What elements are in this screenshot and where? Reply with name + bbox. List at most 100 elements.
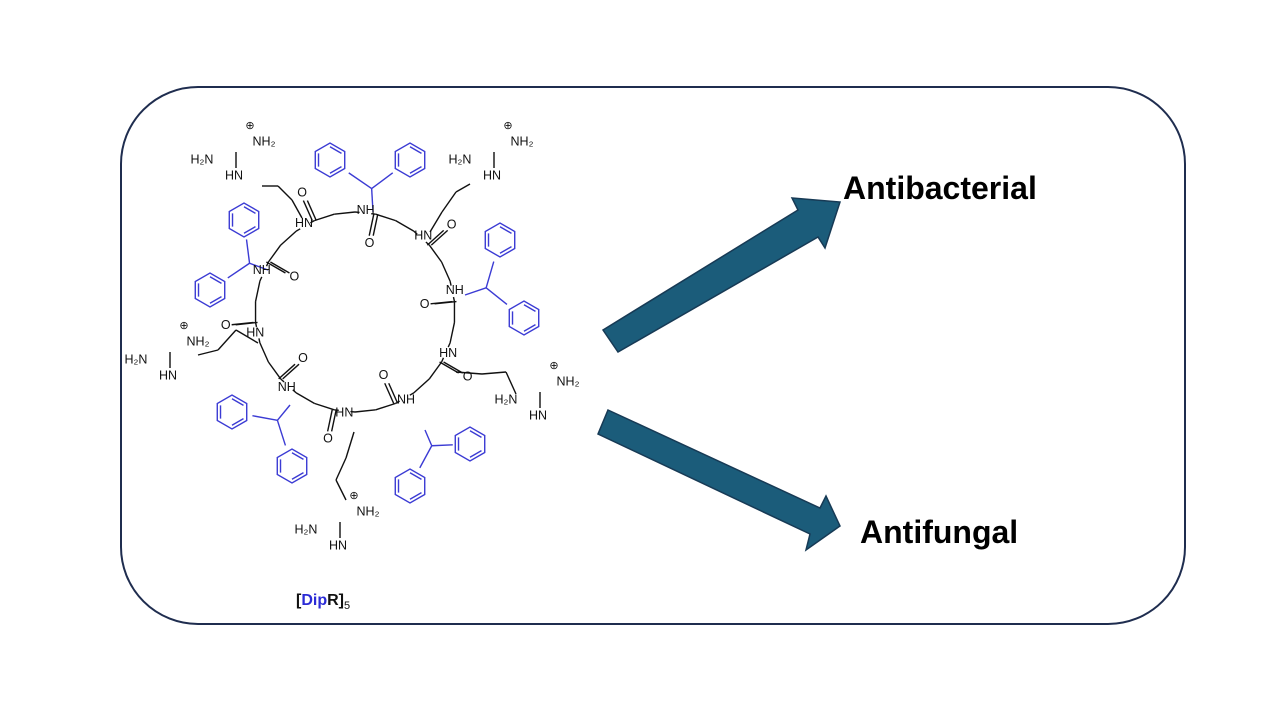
aromatic-bond (329, 146, 342, 154)
amide-bond (295, 228, 301, 232)
antibacterial-label: Antibacterial (843, 170, 1037, 206)
aromatic-bond (409, 492, 422, 500)
phenyl-ring (194, 272, 226, 308)
carbonyl-bond (426, 229, 445, 246)
carbonyl-bond (330, 409, 337, 432)
aromatic-bond (523, 304, 536, 312)
aromatic-bond (209, 296, 222, 304)
aromatic-bond (409, 166, 422, 174)
carbonyl-bond (306, 200, 317, 221)
side-chain-bond (217, 329, 237, 351)
aromatic-bond (409, 472, 422, 480)
guanidine-nh-label: HN (159, 368, 177, 382)
side-chain-bond (335, 479, 347, 501)
side-chain-bond (277, 185, 293, 201)
ring-bond (354, 409, 376, 413)
guanidine-h2n-label: H₂N (495, 392, 518, 406)
diagram-frame (120, 86, 1186, 625)
carbonyl-bond (302, 200, 313, 221)
carbonyl-o-label: O (290, 269, 300, 283)
aromatic-bond (329, 166, 342, 174)
guanidinium-charge: ⊕ (179, 320, 188, 332)
carbonyl-bond (384, 382, 395, 404)
carbonyl-bond (278, 363, 296, 380)
ring-bond (428, 244, 443, 263)
guanidine-nh-label: HN (483, 168, 501, 182)
guanidine-nh2-label: NH₂ (511, 134, 534, 148)
ring-bond (395, 220, 415, 232)
carbonyl-bond (368, 214, 375, 236)
guanidinium-charge: ⊕ (549, 360, 558, 372)
aromatic-bond (243, 226, 256, 234)
side-chain-bond (441, 191, 457, 213)
ring-bond (440, 261, 451, 282)
carbonyl-o-label: O (365, 236, 375, 250)
guanidine-h2n-label: H₂N (125, 352, 148, 366)
ring-bond (413, 378, 430, 394)
dipr5-structure: NHHNNHHNNHHNNHHNNHHNOOOOOOOOOOHNH₂NNH₂⊕H… (125, 120, 580, 552)
aromatic-bond (243, 206, 256, 214)
carbonyl-bond (266, 261, 286, 274)
ring-bond (280, 230, 297, 246)
benzylic-bond (370, 188, 374, 213)
phenyl-ring (454, 426, 486, 462)
amide-nh-label: NH (253, 263, 271, 277)
diphenyl-groups (194, 142, 540, 504)
amide-bond (409, 392, 415, 396)
aromatic-bond (523, 324, 536, 332)
carbonyl-o-label: O (463, 369, 473, 383)
ring-bond (375, 402, 396, 411)
guanidine-nh2-label: NH₂ (253, 134, 276, 148)
phenyl-bond (485, 287, 508, 305)
ring-bond (254, 280, 261, 302)
amide-nh-label: HN (414, 228, 432, 242)
ring-bond (375, 213, 396, 222)
phenyl-ring (314, 142, 346, 178)
benzylic-bond (276, 404, 291, 421)
compound-name: [DipR]5 (296, 592, 350, 612)
phenyl-ring (394, 468, 426, 504)
carbonyl-o-label: O (420, 297, 430, 311)
phenyl-ring (394, 142, 426, 178)
aromatic-bond (209, 276, 222, 284)
ring-bond (267, 361, 282, 380)
side-chain-bond (291, 199, 303, 219)
carbonyl-o-label: O (323, 431, 333, 445)
amide-bond (292, 389, 297, 394)
phenyl-bond (431, 444, 453, 447)
phenyl-ring (276, 448, 308, 484)
amide-nh-label: HN (246, 326, 264, 340)
ring-bond (449, 322, 456, 344)
dip-segment: Dip (301, 592, 328, 609)
aromatic-bond (231, 398, 244, 406)
side-chain-bond (429, 211, 443, 233)
amide-nh-label: NH (357, 203, 375, 217)
guanidine-h2n-label: H₂N (191, 152, 214, 166)
amide-nh-label: HN (335, 406, 353, 420)
amide-bond (280, 378, 285, 383)
aromatic-bond (291, 452, 304, 460)
ring-bond (334, 211, 356, 215)
phenyl-ring (484, 222, 516, 258)
carbonyl-o-label: O (447, 217, 457, 231)
benzylic-bond (424, 429, 433, 447)
amide-bond (413, 230, 418, 235)
benzylic-bond (249, 262, 269, 271)
phenyl-bond (419, 445, 433, 469)
phenyl-bond (485, 261, 495, 288)
repeat-subscript: 5 (344, 600, 351, 613)
carbonyl-bond (430, 229, 449, 246)
side-chain-bond (455, 371, 483, 375)
guanidine-nh2-label: NH₂ (187, 334, 210, 348)
arrow-to-antibacterial (601, 197, 842, 353)
amide-bond (440, 357, 445, 363)
guanidinium-charge: ⊕ (245, 120, 254, 132)
ring-bond (259, 342, 270, 363)
phenyl-bond (227, 262, 250, 279)
guanidine-nh2-label: NH₂ (357, 504, 380, 518)
amide-nh-label: NH (446, 283, 464, 297)
carbonyl-bond (282, 363, 300, 380)
guanidine-h2n-label: H₂N (449, 152, 472, 166)
macrocycle-backbone (169, 152, 541, 538)
carbonyl-bond (443, 361, 464, 374)
